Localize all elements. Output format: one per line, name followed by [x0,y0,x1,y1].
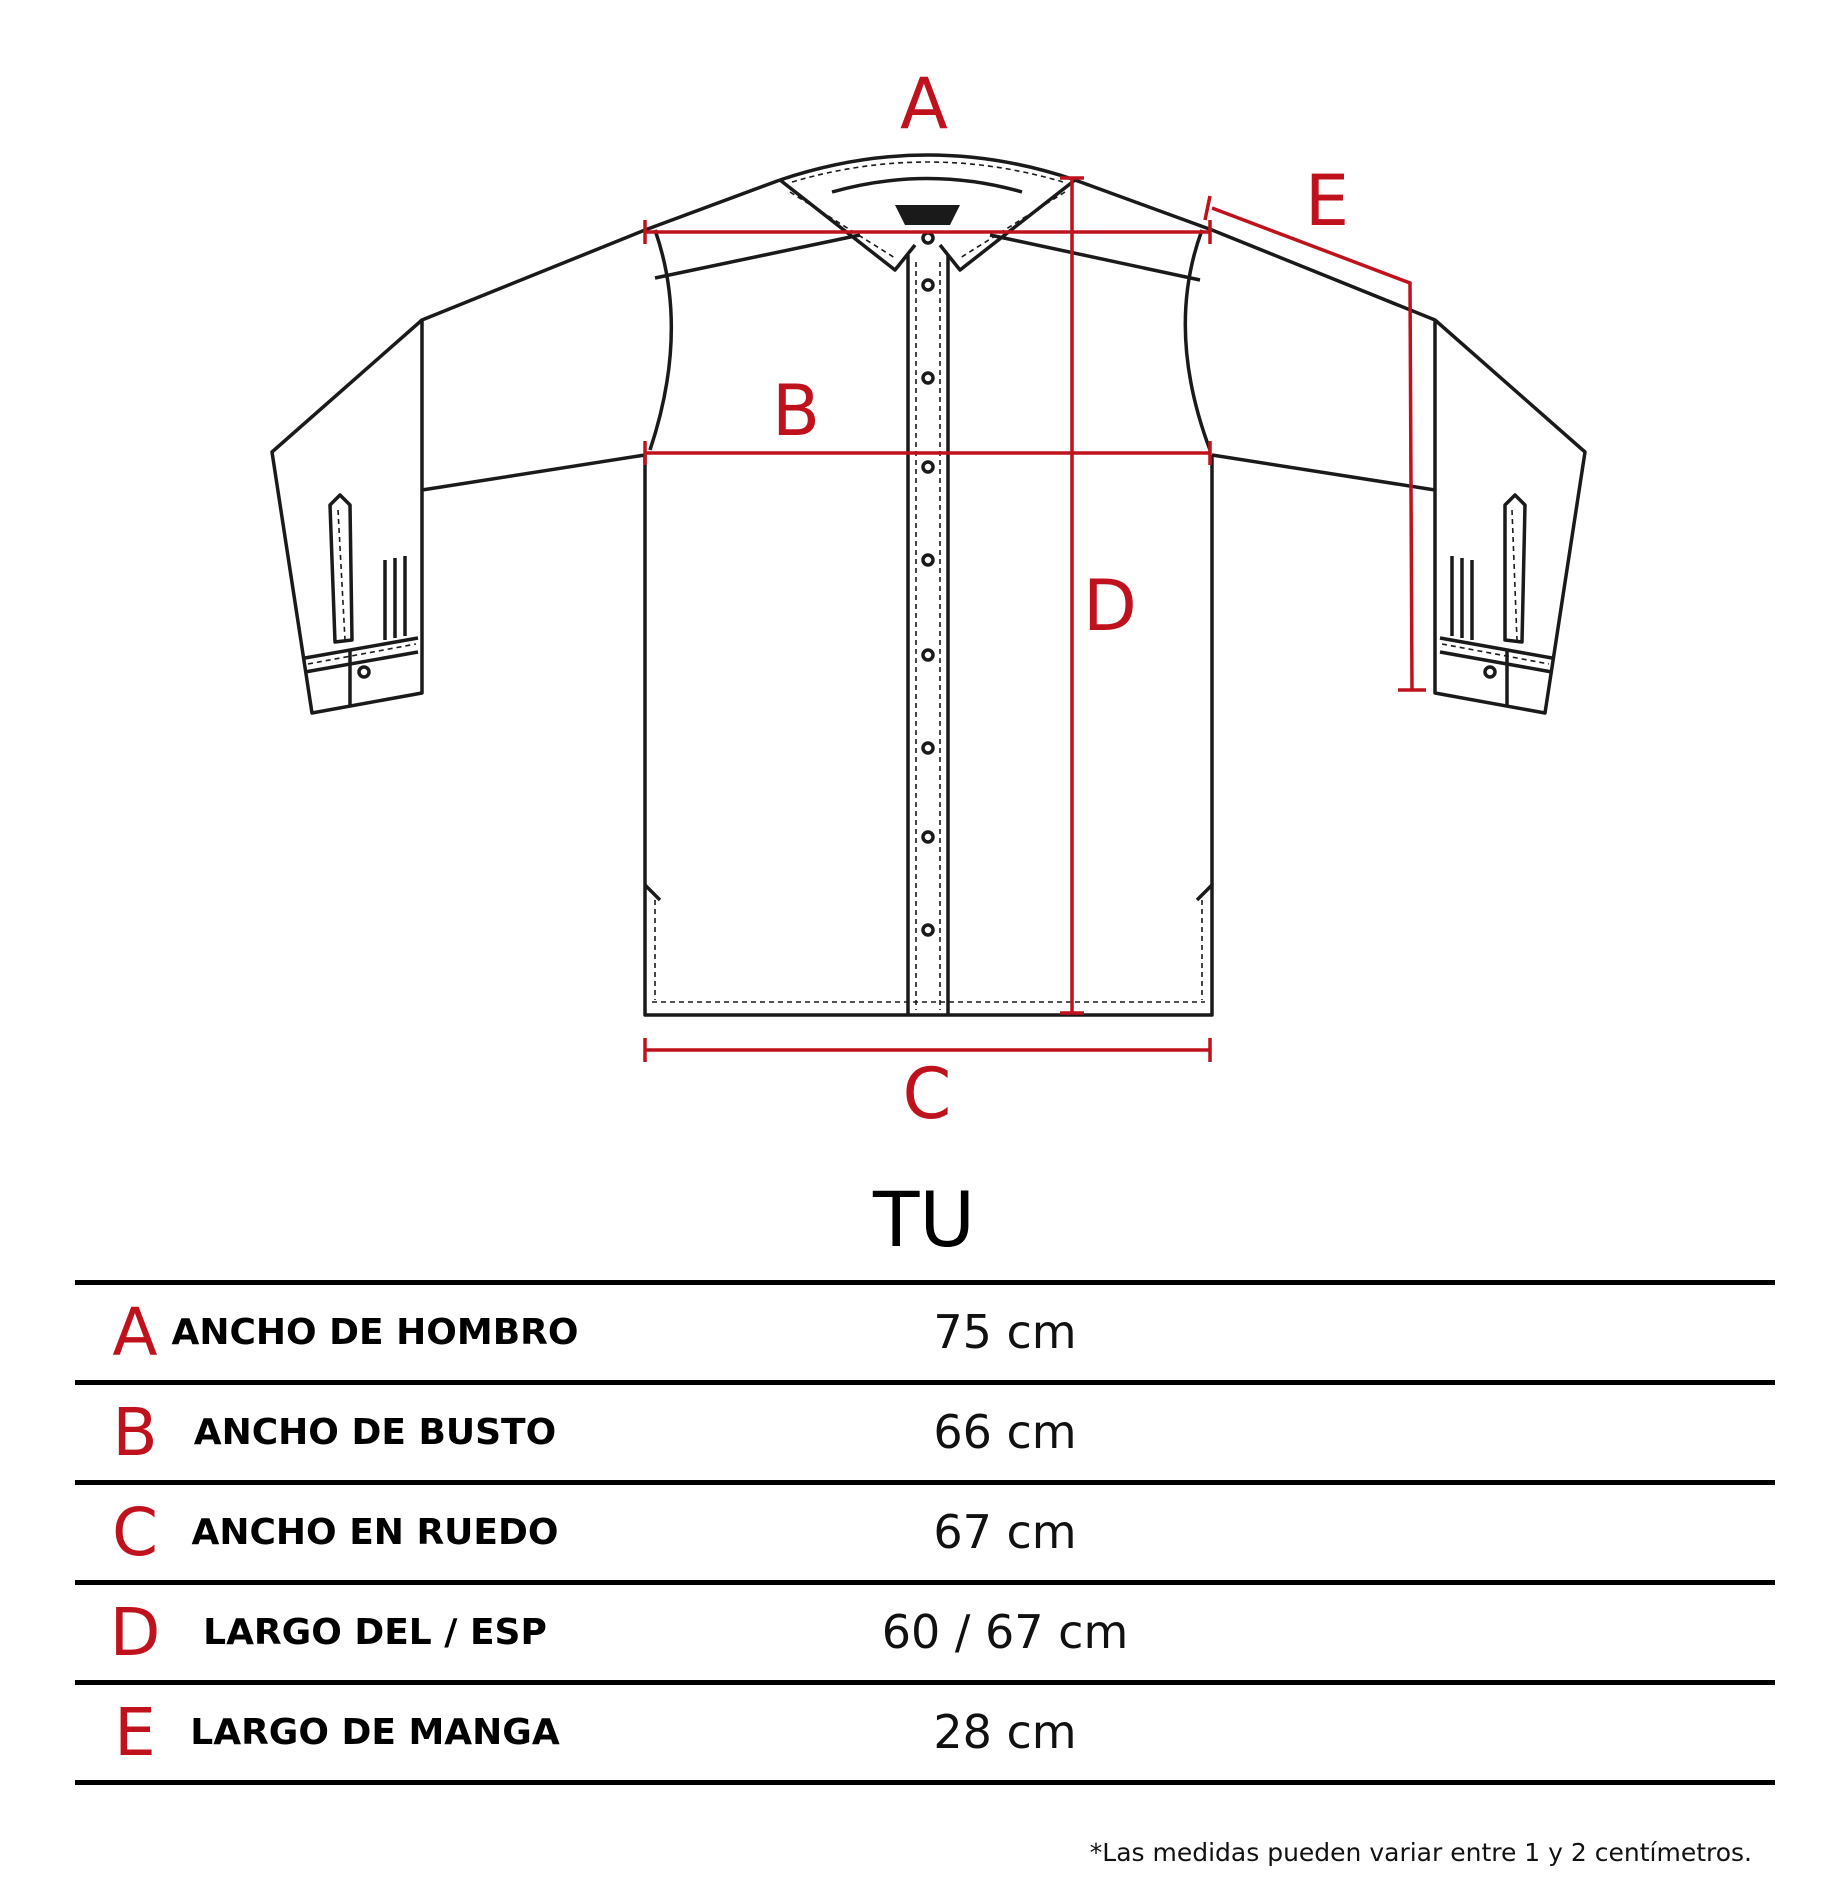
table-row: A ANCHO DE HOMBRO 75 cm [75,1285,1775,1380]
size-header: TU [872,1175,976,1264]
row-measure-name: ANCHO DE HOMBRO [171,1312,579,1353]
shirt-outline [270,153,1587,1017]
table-divider [75,1680,1775,1685]
table-divider [75,1280,1775,1285]
shirt-buttons [357,231,1497,937]
row-letter: C [111,1494,159,1571]
measure-label-e: E [1305,160,1349,242]
row-measure-value: 67 cm [933,1505,1077,1559]
footnote: *Las medidas pueden variar entre 1 y 2 c… [1089,1838,1752,1867]
table-row: D LARGO DEL / ESP 60 / 67 cm [75,1585,1775,1680]
row-measure-value: 60 / 67 cm [881,1605,1129,1659]
row-measure-name: LARGO DEL / ESP [203,1612,547,1653]
table-divider [75,1780,1775,1785]
row-measure-name: ANCHO EN RUEDO [191,1512,559,1553]
shirt-measurement-diagram: A B C D E [270,63,1587,1135]
table-row: C ANCHO EN RUEDO 67 cm [75,1485,1775,1580]
row-measure-value: 28 cm [933,1705,1077,1759]
table-row: B ANCHO DE BUSTO 66 cm [75,1385,1775,1480]
row-letter: E [114,1694,156,1771]
measurement-lines [643,176,1426,1062]
measure-label-d: D [1083,565,1137,647]
table-divider [75,1480,1775,1485]
collar-band [895,205,960,225]
row-measure-value: 75 cm [933,1305,1077,1359]
table-row: E LARGO DE MANGA 28 cm [75,1685,1775,1780]
row-measure-value: 66 cm [933,1405,1077,1459]
table-divider [75,1380,1775,1385]
table-divider [75,1580,1775,1585]
row-letter: D [109,1594,161,1671]
shirt-stitching [307,161,1550,1010]
measure-label-c: C [903,1053,952,1135]
row-letter: A [112,1294,158,1371]
measure-label-b: B [772,370,820,452]
row-letter: B [112,1394,158,1471]
row-measure-name: LARGO DE MANGA [190,1712,560,1753]
measure-label-a: A [900,63,948,145]
row-measure-name: ANCHO DE BUSTO [193,1412,557,1453]
